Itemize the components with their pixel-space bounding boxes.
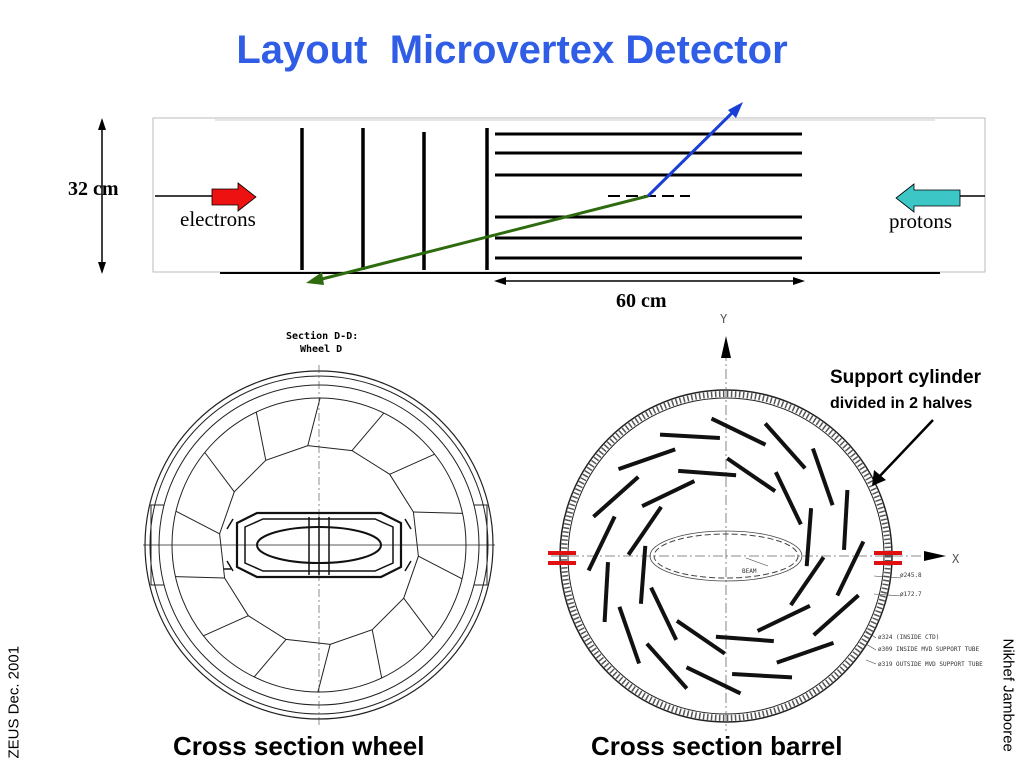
height-dimension-arrow [98,118,106,274]
barrel-ladder [842,489,850,551]
dimension-label: ø319 OUTSIDE MVD SUPPORT TUBE [878,661,983,668]
y-axis-arrowhead [721,336,731,358]
split-marker-left [548,551,576,565]
blue-track [646,108,737,198]
wheel-spoke [413,511,463,514]
barrel-ladder [641,479,696,509]
barrel-ladder [617,606,641,665]
barrel-ladder [675,619,726,656]
barrel-ladder [592,475,640,519]
barrel-ladder [649,586,679,641]
wheel-spoke [351,412,385,451]
barrel-ladder [715,634,774,644]
wheel-spoke [204,452,235,493]
barrel-ladder [776,641,835,665]
electron-beam-arrow [211,182,257,212]
barrel-ladder [789,556,826,607]
barrel-ladder [638,545,648,604]
particle-tracks [306,102,743,285]
forward-wheels [300,128,489,270]
support-cylinder-pointer [872,419,934,486]
barrel-ladder [678,468,737,478]
wheel-spoke [253,639,287,678]
x-axis-arrowhead [924,551,946,561]
barrel-ladder [659,432,721,440]
barrel-cross-section [548,336,946,731]
footer-left: ZEUS Dec. 2001 [5,645,23,759]
wheel-spoke [371,629,383,678]
barrel-caption: Cross section barrel [591,731,843,761]
dimension-label: ø324 (INSIDE CTD) [878,634,940,641]
y-axis-label: Y [720,312,728,326]
wheel-spoke [403,597,434,638]
wheel-spoke [418,555,463,580]
length-dimension-arrow [494,277,805,285]
barrel-ladder [726,456,777,493]
slide-title: Layout Microvertex Detector [236,28,788,72]
wheel-spoke [317,644,331,693]
barrel-layers [495,132,802,260]
wheel-cross-section [143,365,495,725]
barrel-ladder [756,603,811,633]
footer-right: Nikhef Jamboree [999,638,1017,752]
barrel-ladder [645,642,689,690]
barrel-ladder [602,561,610,623]
beam-label: BEAM [742,568,757,575]
diagram-frame [152,117,986,273]
barrel-ladder [835,540,866,597]
barrel-ladder [685,665,742,696]
electrons-label: electrons [180,207,256,231]
support-cylinder-title: Support cylinder [830,367,981,388]
section-subtitle: Wheel D [300,344,343,355]
dimension-label: ø309 INSIDE MVD SUPPORT TUBE [878,646,980,653]
wheel-spoke [175,576,225,579]
barrel-ladder [731,672,793,680]
barrel-ladder [626,505,663,556]
wheel-caption: Cross section wheel [173,731,425,761]
wheel-spoke [255,412,267,461]
dimension-label: ø172.7 [900,591,922,598]
barrel-ladder [710,416,767,447]
barrel-ladder [763,422,807,470]
x-axis-label: X [952,552,960,566]
wheel-spoke [175,510,220,535]
green-track-arrowhead [306,272,324,285]
blue-track-arrowhead [728,102,743,118]
support-cylinder-subtitle: divided in 2 halves [830,395,973,412]
split-marker-right [874,551,902,565]
dimension-label: ø245.8 [900,572,922,579]
green-track [317,194,649,282]
barrel-ladder [773,471,803,526]
barrel-ladder [586,515,617,572]
wheel-spoke [307,397,321,446]
barrel-ladder [617,447,676,471]
wheel-spoke [203,615,249,637]
length-label: 60 cm [616,290,667,312]
barrel-ladder [811,447,835,506]
height-label: 32 cm [68,178,119,200]
barrel-ladder [804,508,814,567]
protons-label: protons [889,209,952,233]
wheel-spoke [389,453,435,475]
section-title: Section D-D: [286,331,359,342]
proton-beam-arrow [895,183,961,213]
barrel-ladder [812,593,860,637]
